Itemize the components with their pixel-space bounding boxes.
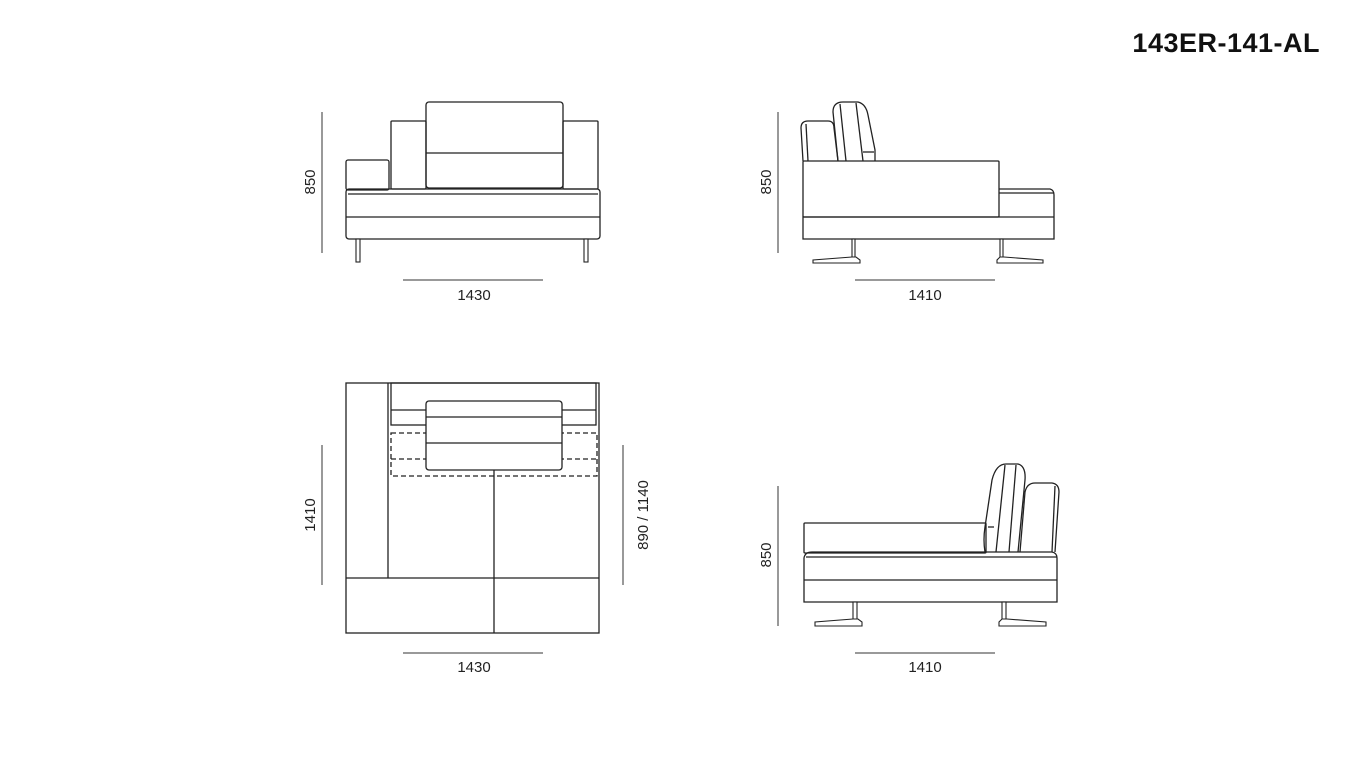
height-label: 850 [302, 169, 319, 194]
front-view: 850 1430 [302, 101, 601, 304]
height-label: 850 [758, 542, 775, 567]
width-label: 1430 [457, 659, 490, 676]
depth-label: 1410 [302, 498, 319, 531]
seat-depth-label: 890 / 1140 [635, 480, 652, 550]
product-code: 143ER-141-AL [1132, 28, 1320, 58]
width-label: 1410 [908, 287, 941, 304]
side-view-right: 850 1410 [758, 101, 1055, 304]
height-label: 850 [758, 169, 775, 194]
plan-view: 1410 890 / 1140 1430 [302, 382, 652, 676]
width-label: 1430 [457, 287, 490, 304]
side-view-left: 850 1410 [758, 463, 1060, 676]
width-label: 1410 [908, 659, 941, 676]
